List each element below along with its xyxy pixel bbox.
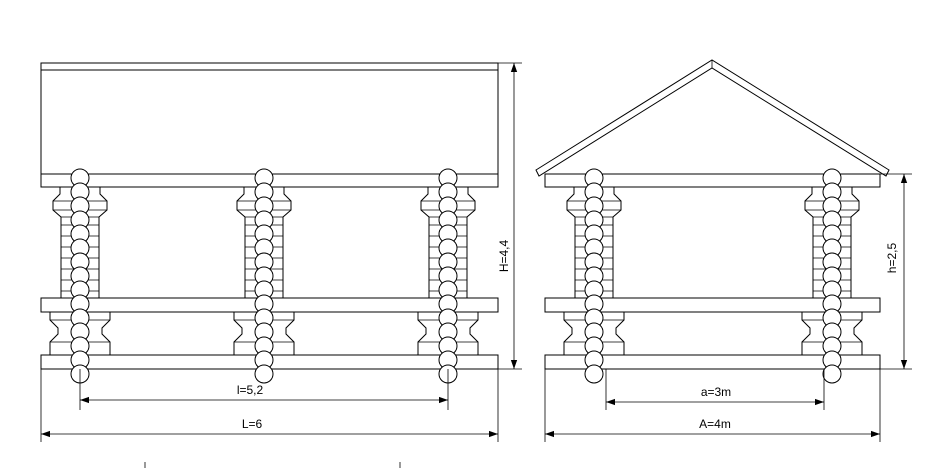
log-end <box>822 364 842 384</box>
log-post-side-1 <box>563 168 625 384</box>
side-top-beam <box>544 173 881 188</box>
log-post-front-2 <box>233 168 295 384</box>
log-post-front-1 <box>49 168 111 384</box>
side-mid-beam <box>544 297 881 313</box>
side-height-label: h=2,5 <box>885 242 899 273</box>
side-roof-gable <box>535 59 890 177</box>
front-total-label: L=6 <box>242 417 263 431</box>
front-dimensions: l=5,2 L=6 H=4,4 <box>40 62 522 442</box>
side-posts <box>563 168 863 384</box>
side-view <box>535 59 890 384</box>
log-post-front-3 <box>417 168 479 384</box>
log-post-side-2 <box>801 168 863 384</box>
log-end <box>254 364 274 384</box>
front-posts <box>49 168 479 384</box>
side-span-label: a=3m <box>701 385 731 399</box>
front-height-label: H=4,4 <box>497 239 511 272</box>
side-total-label: A=4m <box>699 417 731 431</box>
log-end <box>584 364 604 384</box>
side-base-beam <box>544 354 881 370</box>
front-roof-cap <box>40 62 499 71</box>
front-roof-panel <box>40 69 499 175</box>
front-view <box>40 62 499 384</box>
side-dimensions: a=3m A=4m h=2,5 <box>544 173 912 442</box>
front-span-label: l=5,2 <box>237 383 264 397</box>
